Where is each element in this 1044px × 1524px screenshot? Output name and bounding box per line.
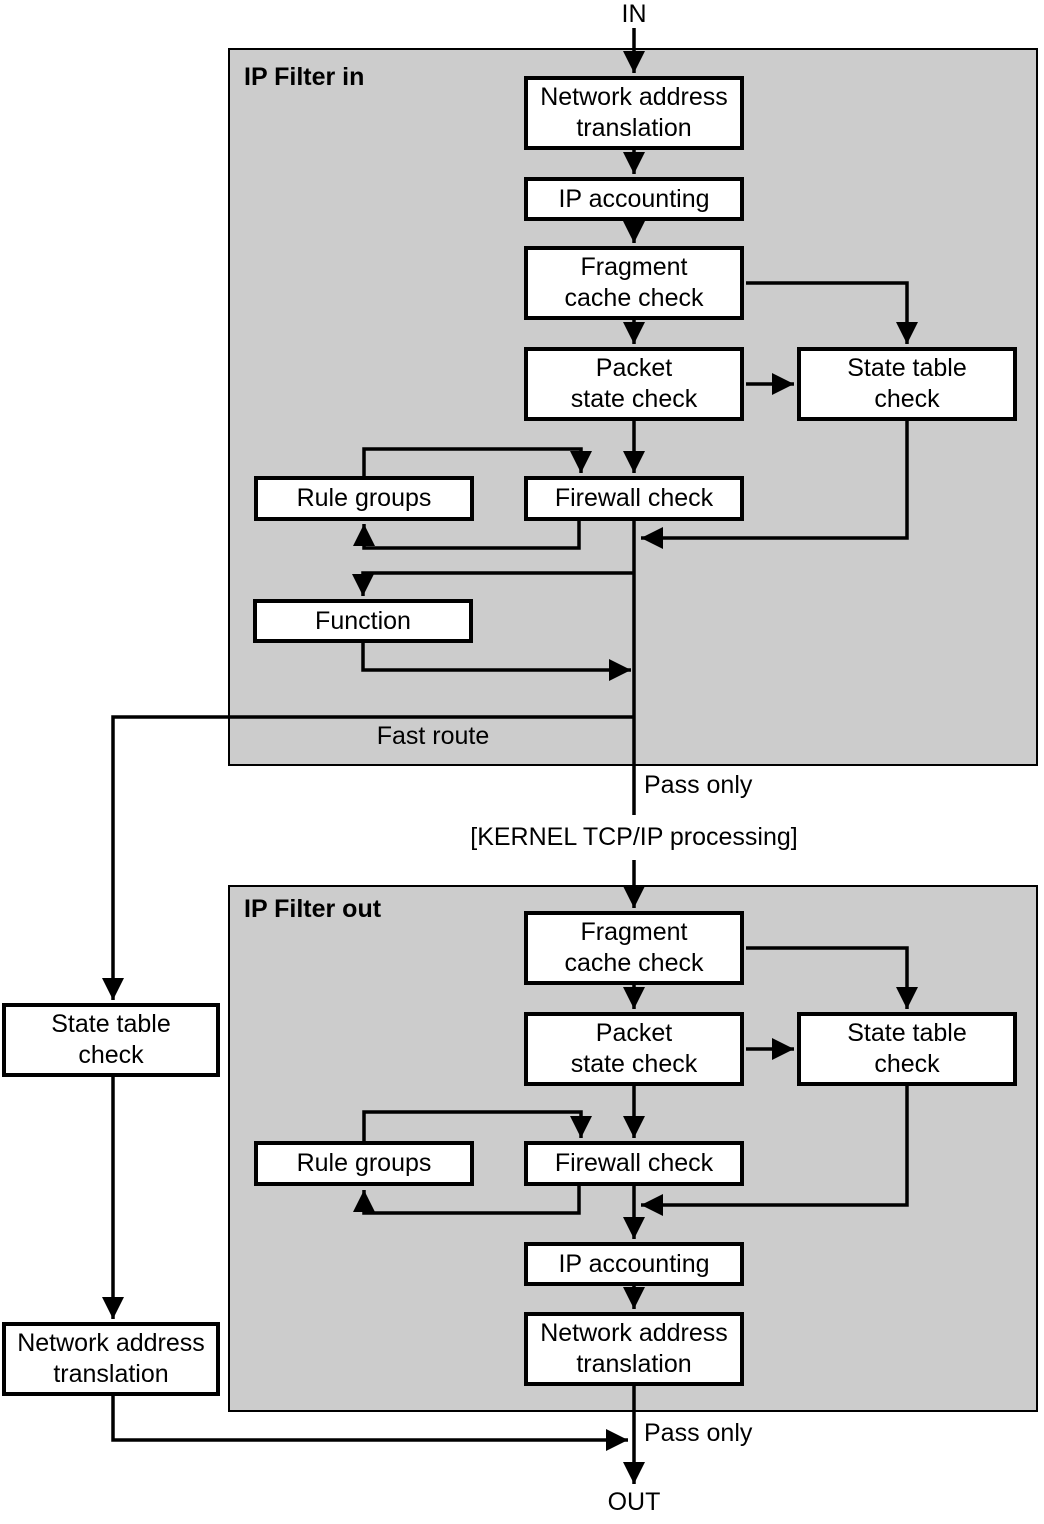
node-network-address-translation-out: Network address translation: [524, 1312, 744, 1386]
node-packet-state-check-in: Packet state check: [524, 347, 744, 421]
node-ip-accounting-in: IP accounting: [524, 177, 744, 221]
node-state-table-check-out: State table check: [797, 1012, 1017, 1086]
label-kernel-tcpip-processing: [KERNEL TCP/IP processing]: [470, 823, 798, 851]
node-rule-groups-out: Rule groups: [254, 1141, 474, 1186]
node-firewall-check-in: Firewall check: [524, 476, 744, 521]
label-in: IN: [621, 0, 647, 28]
node-state-table-check-left: State table check: [2, 1003, 220, 1077]
node-rule-groups-in: Rule groups: [254, 476, 474, 521]
node-fragment-cache-check-in: Fragment cache check: [524, 246, 744, 320]
node-network-address-translation-left: Network address translation: [2, 1322, 220, 1396]
arrow-frag-out-to-stc-out: [746, 946, 918, 1009]
arrow-function-to-mainline: [361, 643, 631, 681]
node-fragment-cache-check-out: Fragment cache check: [524, 911, 744, 985]
arrow-fw-in-to-rule-in-loop: [353, 521, 581, 550]
arrow-frag-in-to-stc-in: [746, 281, 918, 344]
panel-title-ip-filter-out: IP Filter out: [244, 895, 382, 923]
arrow-fw-out-to-rule-out-loop: [353, 1186, 581, 1215]
label-pass-only-top: Pass only: [644, 771, 753, 799]
node-function-in: Function: [253, 599, 473, 643]
arrow-nat-left-to-mainline: [111, 1396, 628, 1451]
label-fast-route: Fast route: [376, 722, 490, 750]
node-state-table-check-in: State table check: [797, 347, 1017, 421]
label-out: OUT: [607, 1488, 661, 1516]
arrow-stc-out-return-to-mainline: [641, 1086, 909, 1216]
node-ip-accounting-out: IP accounting: [524, 1242, 744, 1286]
node-firewall-check-out: Firewall check: [524, 1141, 744, 1186]
node-packet-state-check-out: Packet state check: [524, 1012, 744, 1086]
label-pass-only-bottom: Pass only: [644, 1419, 753, 1447]
arrow-fast-route-to-stc-left: [102, 715, 634, 1000]
arrow-rule-in-to-fw-in-loop: [362, 447, 592, 476]
arrow-rule-out-to-fw-out-loop: [362, 1110, 592, 1141]
arrow-stc-in-return-to-mainline: [641, 421, 909, 549]
arrow-mainline-to-function: [352, 571, 634, 596]
node-network-address-translation-in: Network address translation: [524, 76, 744, 150]
panel-title-ip-filter-in: IP Filter in: [244, 63, 365, 91]
